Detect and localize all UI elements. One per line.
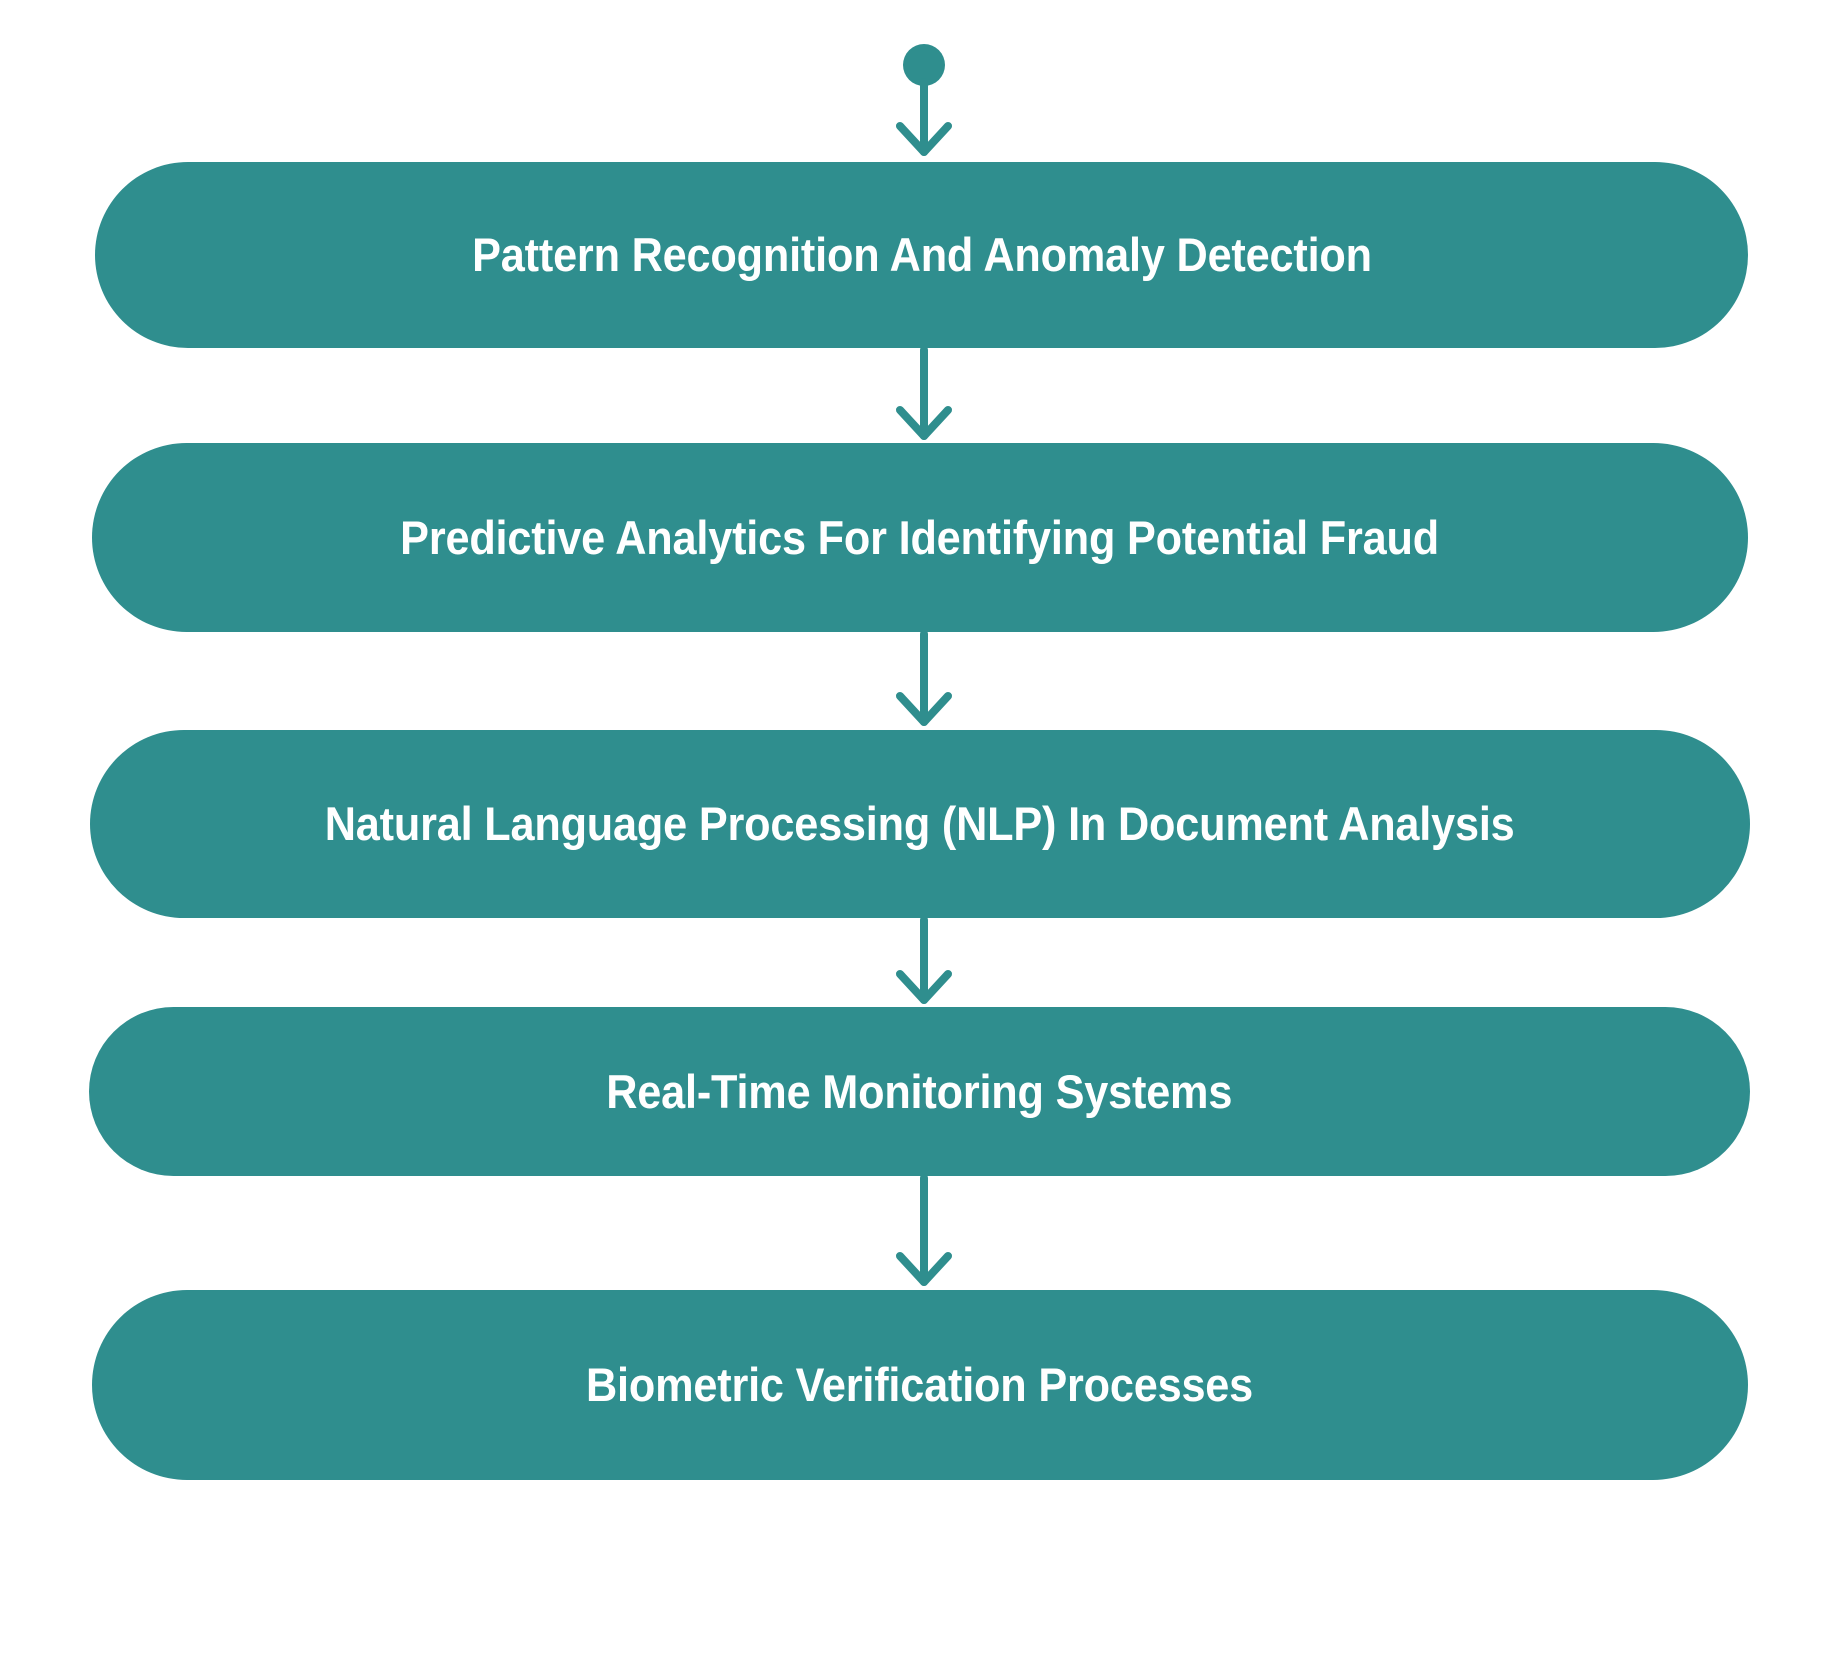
arrow-down-icon-step-4-to-step-5 (896, 1174, 952, 1286)
flow-step-4-label: Real-Time Monitoring Systems (606, 1064, 1233, 1118)
flow-step-2-label: Predictive Analytics For Identifying Pot… (400, 510, 1440, 564)
arrow-down-icon-step-1-to-step-2 (896, 346, 952, 440)
arrow-down-icon-start-to-step-1 (896, 78, 952, 156)
flow-step-4[interactable]: Real-Time Monitoring Systems (89, 1007, 1750, 1176)
arrow-down-icon-step-2-to-step-3 (896, 630, 952, 726)
flow-step-5[interactable]: Biometric Verification Processes (92, 1290, 1748, 1480)
flow-step-2[interactable]: Predictive Analytics For Identifying Pot… (92, 443, 1748, 632)
flow-step-5-label: Biometric Verification Processes (586, 1358, 1254, 1412)
flow-step-1[interactable]: Pattern Recognition And Anomaly Detectio… (95, 162, 1748, 348)
arrow-down-icon-step-3-to-step-4 (896, 916, 952, 1004)
flow-step-3[interactable]: Natural Language Processing (NLP) In Doc… (90, 730, 1750, 918)
flow-step-1-label: Pattern Recognition And Anomaly Detectio… (471, 228, 1372, 282)
flow-step-3-label: Natural Language Processing (NLP) In Doc… (325, 797, 1515, 851)
